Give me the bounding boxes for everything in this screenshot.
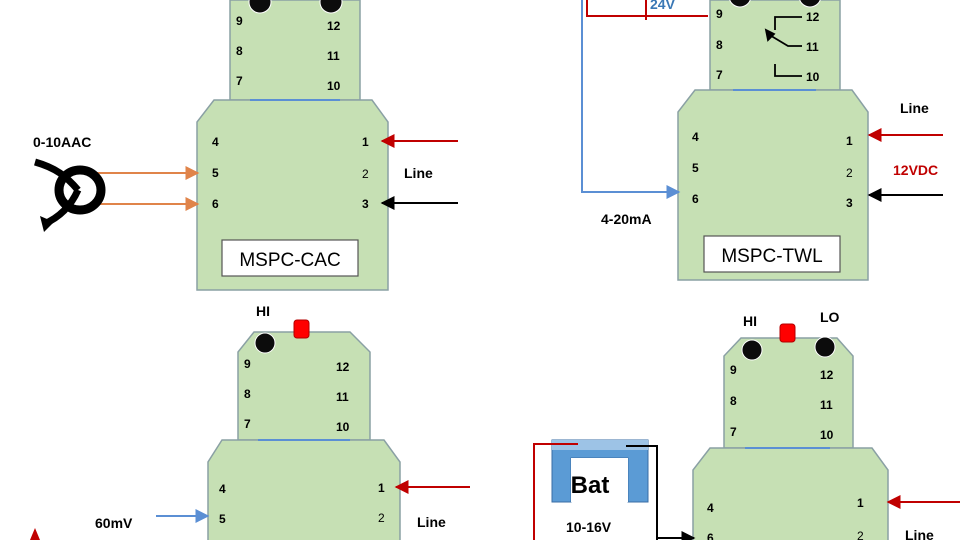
pin-label: 1 [362, 135, 369, 149]
model-label: MSPC-CAC [239, 250, 340, 271]
battery-icon [551, 439, 649, 503]
pin-label: 12 [820, 368, 834, 382]
pin-label: 8 [716, 38, 723, 52]
potentiometer-knob-icon[interactable] [814, 336, 836, 358]
potentiometer-knob-icon[interactable] [729, 0, 751, 8]
input-label: 4-20mA [601, 211, 652, 227]
led-icon [779, 323, 796, 343]
wire-supply-red [586, 0, 708, 17]
line-label: Line [900, 100, 929, 116]
pin-label: 7 [730, 425, 737, 439]
pin-label: 4 [219, 482, 226, 496]
pin-label: 5 [212, 166, 219, 180]
battery-range-label: 10-16V [566, 519, 612, 535]
pin-label: 8 [730, 394, 737, 408]
line-label: Line [417, 514, 446, 530]
module-mspc-mv: HI 9 8 7 12 11 10 4 5 1 2 [207, 303, 401, 540]
potentiometer-knob-icon[interactable] [248, 0, 272, 14]
pin-label: 11 [806, 40, 819, 54]
wire-battery-red [533, 443, 578, 540]
pin-label: 2 [857, 529, 864, 540]
pin-label: 11 [336, 390, 349, 404]
line-label: Line [905, 527, 934, 540]
module-body-lower [207, 439, 401, 540]
model-label: MSPC-TWL [721, 246, 822, 267]
led-icon [293, 319, 310, 339]
supply-label: 24V [650, 0, 676, 12]
pin-label: 10 [336, 420, 350, 434]
ct-coil-icon [34, 158, 106, 232]
wire-input-blue [581, 0, 681, 199]
knob-label: HI [256, 303, 270, 319]
pin-label: 3 [362, 197, 369, 211]
pin-label: 1 [857, 496, 864, 510]
voltage-label: 12VDC [893, 162, 938, 178]
model-label-box [703, 235, 841, 273]
pin-label: 1 [846, 134, 853, 148]
pin-label: 7 [244, 417, 251, 431]
input-label: 0-10AAC [33, 134, 91, 150]
module-body-lower [692, 447, 889, 540]
module-mspc-bat: HI LO 9 8 7 12 11 10 4 6 1 2 [692, 309, 889, 540]
potentiometer-knob-icon[interactable] [254, 332, 276, 354]
knob-label: LO [820, 309, 840, 325]
pin-label: 11 [820, 398, 833, 412]
battery-label: Bat [571, 472, 610, 499]
pin-label: 4 [212, 135, 219, 149]
pin-label: 1 [378, 481, 385, 495]
wire-battery-black [626, 445, 658, 540]
pin-label: 3 [846, 196, 853, 210]
pin-label: 4 [707, 501, 714, 515]
pin-label: 7 [236, 74, 243, 88]
pin-label: 9 [730, 363, 737, 377]
pin-label: 9 [236, 14, 243, 28]
potentiometer-knob-icon[interactable] [319, 0, 343, 14]
probe-arrow-icon [30, 528, 40, 540]
module-body-lower [677, 89, 869, 281]
pin-label: 6 [212, 197, 219, 211]
pin-label: 8 [244, 387, 251, 401]
pin-label: 5 [219, 512, 226, 526]
pin-label: 6 [692, 192, 699, 206]
module-body-upper [229, 0, 361, 101]
pin-label: 5 [692, 161, 699, 175]
potentiometer-knob-icon[interactable] [799, 0, 821, 8]
pin-label: 2 [362, 167, 369, 181]
knob-label: HI [743, 313, 757, 329]
pin-label: 8 [236, 44, 243, 58]
pin-label: 10 [820, 428, 834, 442]
pin-label: 4 [692, 130, 699, 144]
potentiometer-knob-icon[interactable] [741, 339, 763, 361]
relay-contact-icon [764, 16, 802, 77]
pin-label: 9 [716, 7, 723, 21]
module-mspc-twl: 9 8 7 12 11 10 4 5 6 1 2 3 MSPC-TWL [677, 0, 869, 281]
input-label: 60mV [95, 515, 133, 531]
pin-label: 10 [806, 70, 820, 84]
module-mspc-cac: 9 8 7 12 11 10 4 5 6 1 2 3 MSPC-CAC [196, 0, 389, 291]
pin-label: 11 [327, 49, 340, 63]
pin-label: 12 [336, 360, 350, 374]
pin-label: 2 [378, 511, 385, 525]
pin-label: 10 [327, 79, 341, 93]
pin-label: 2 [846, 166, 853, 180]
pin-label: 6 [707, 531, 714, 540]
pin-label: 9 [244, 357, 251, 371]
pin-label: 12 [327, 19, 341, 33]
pin-label: 12 [806, 10, 820, 24]
pin-label: 7 [716, 68, 723, 82]
model-label-box [221, 239, 359, 277]
line-label: Line [404, 165, 433, 181]
